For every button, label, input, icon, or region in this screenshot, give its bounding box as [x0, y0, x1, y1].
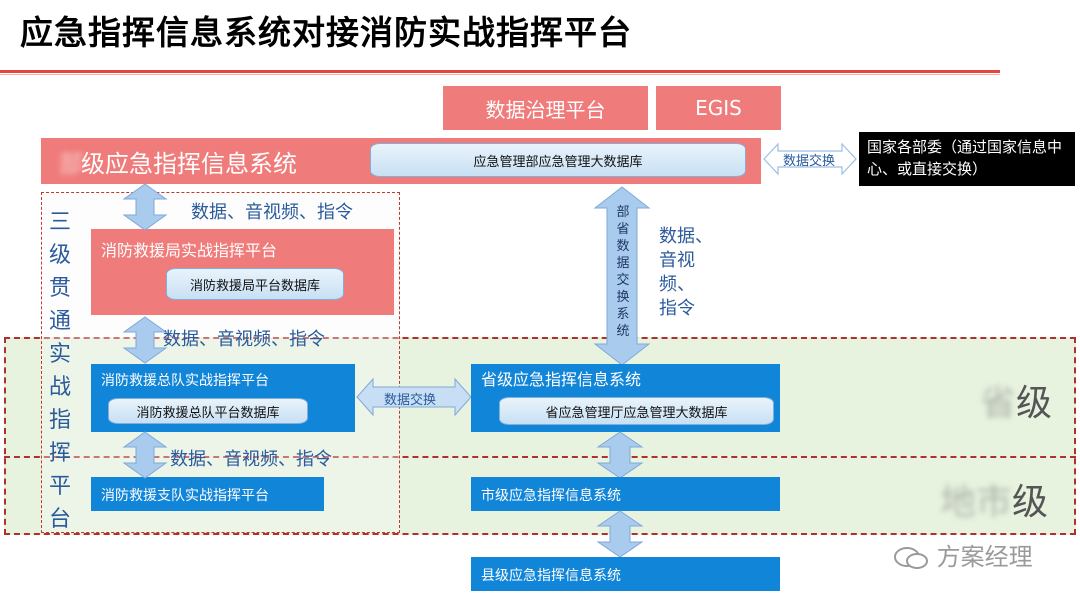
ministry-exchange-label: 数据交换 — [783, 154, 836, 169]
city-level-label: 地市级 — [940, 473, 1048, 525]
corps-brigade-arrow — [122, 431, 168, 479]
right-arrow-line-4: 指令 — [659, 298, 695, 319]
data-governance-box: 数据治理平台 — [443, 86, 648, 130]
ministry-prefix: 部 — [59, 150, 83, 178]
county-system-title: 县级应急指挥信息系统 — [481, 568, 621, 584]
watermark: 方案经理 — [893, 537, 1033, 572]
city-system-box: 市级应急指挥信息系统 — [471, 477, 780, 511]
egis-box: EGIS — [656, 86, 781, 130]
fire-corps-title: 消防救援总队实战指挥平台 — [101, 373, 269, 389]
arrow-label-2: 数据、音视频、指令 — [163, 329, 325, 350]
level-band-border — [4, 337, 1076, 535]
province-level-label: 省级 — [980, 374, 1052, 426]
title-divider-thin — [0, 74, 1000, 75]
city-level-suffix: 级 — [1012, 482, 1049, 523]
fire-brigade-box: 消防救援支队实战指挥平台 — [91, 477, 324, 511]
province-city-arrow — [596, 431, 644, 479]
right-arrow-line-2: 音视 — [659, 250, 695, 271]
fire-bureau-title: 消防救援局实战指挥平台 — [101, 241, 278, 260]
city-level-prefix: 地市 — [940, 482, 1013, 523]
level-band-divider — [4, 456, 1076, 458]
three-level-label: 三级贯通实战指挥平台 — [48, 210, 71, 532]
page-title: 应急指挥信息系统对接消防实战指挥平台 — [20, 13, 632, 52]
ministry-system-label: 级应急指挥信息系统 — [81, 150, 297, 178]
arrow-label-1: 数据、音视频、指令 — [191, 202, 353, 223]
national-ministries-box: 国家各部委（通过国家信息中心、或直接交换） — [859, 132, 1075, 186]
right-arrow-label: 数据、 音视 频、 指令 — [659, 225, 713, 321]
wechat-icon — [893, 545, 929, 571]
fire-corps-database: 消防救援总队平台数据库 — [108, 398, 308, 424]
ministry-exchange-arrow — [763, 142, 857, 176]
watermark-text: 方案经理 — [936, 543, 1033, 571]
province-level-suffix: 级 — [1016, 383, 1053, 424]
ministry-bureau-arrow — [122, 183, 168, 231]
city-county-arrow — [596, 510, 644, 558]
city-system-title: 市级应急指挥信息系统 — [481, 488, 621, 504]
vertical-exchange-label: 部省数据交换系统 — [616, 205, 630, 339]
ministry-database: 应急管理部应急管理大数据库 — [370, 143, 746, 177]
county-system-box: 县级应急指挥信息系统 — [471, 557, 780, 591]
title-divider — [0, 70, 1000, 73]
bureau-corps-arrow — [122, 316, 168, 364]
province-system-title: 省级应急指挥信息系统 — [481, 370, 642, 389]
corps-province-exchange-label: 数据交换 — [384, 393, 437, 408]
province-level-prefix: 省 — [980, 383, 1017, 424]
province-database: 省应急管理厅应急管理大数据库 — [499, 397, 774, 425]
right-arrow-line-1: 数据、 — [659, 226, 713, 247]
fire-brigade-title: 消防救援支队实战指挥平台 — [101, 488, 269, 504]
right-arrow-line-3: 频、 — [659, 274, 695, 295]
arrow-label-3: 数据、音视频、指令 — [170, 449, 332, 470]
fire-bureau-database: 消防救援局平台数据库 — [166, 268, 344, 300]
